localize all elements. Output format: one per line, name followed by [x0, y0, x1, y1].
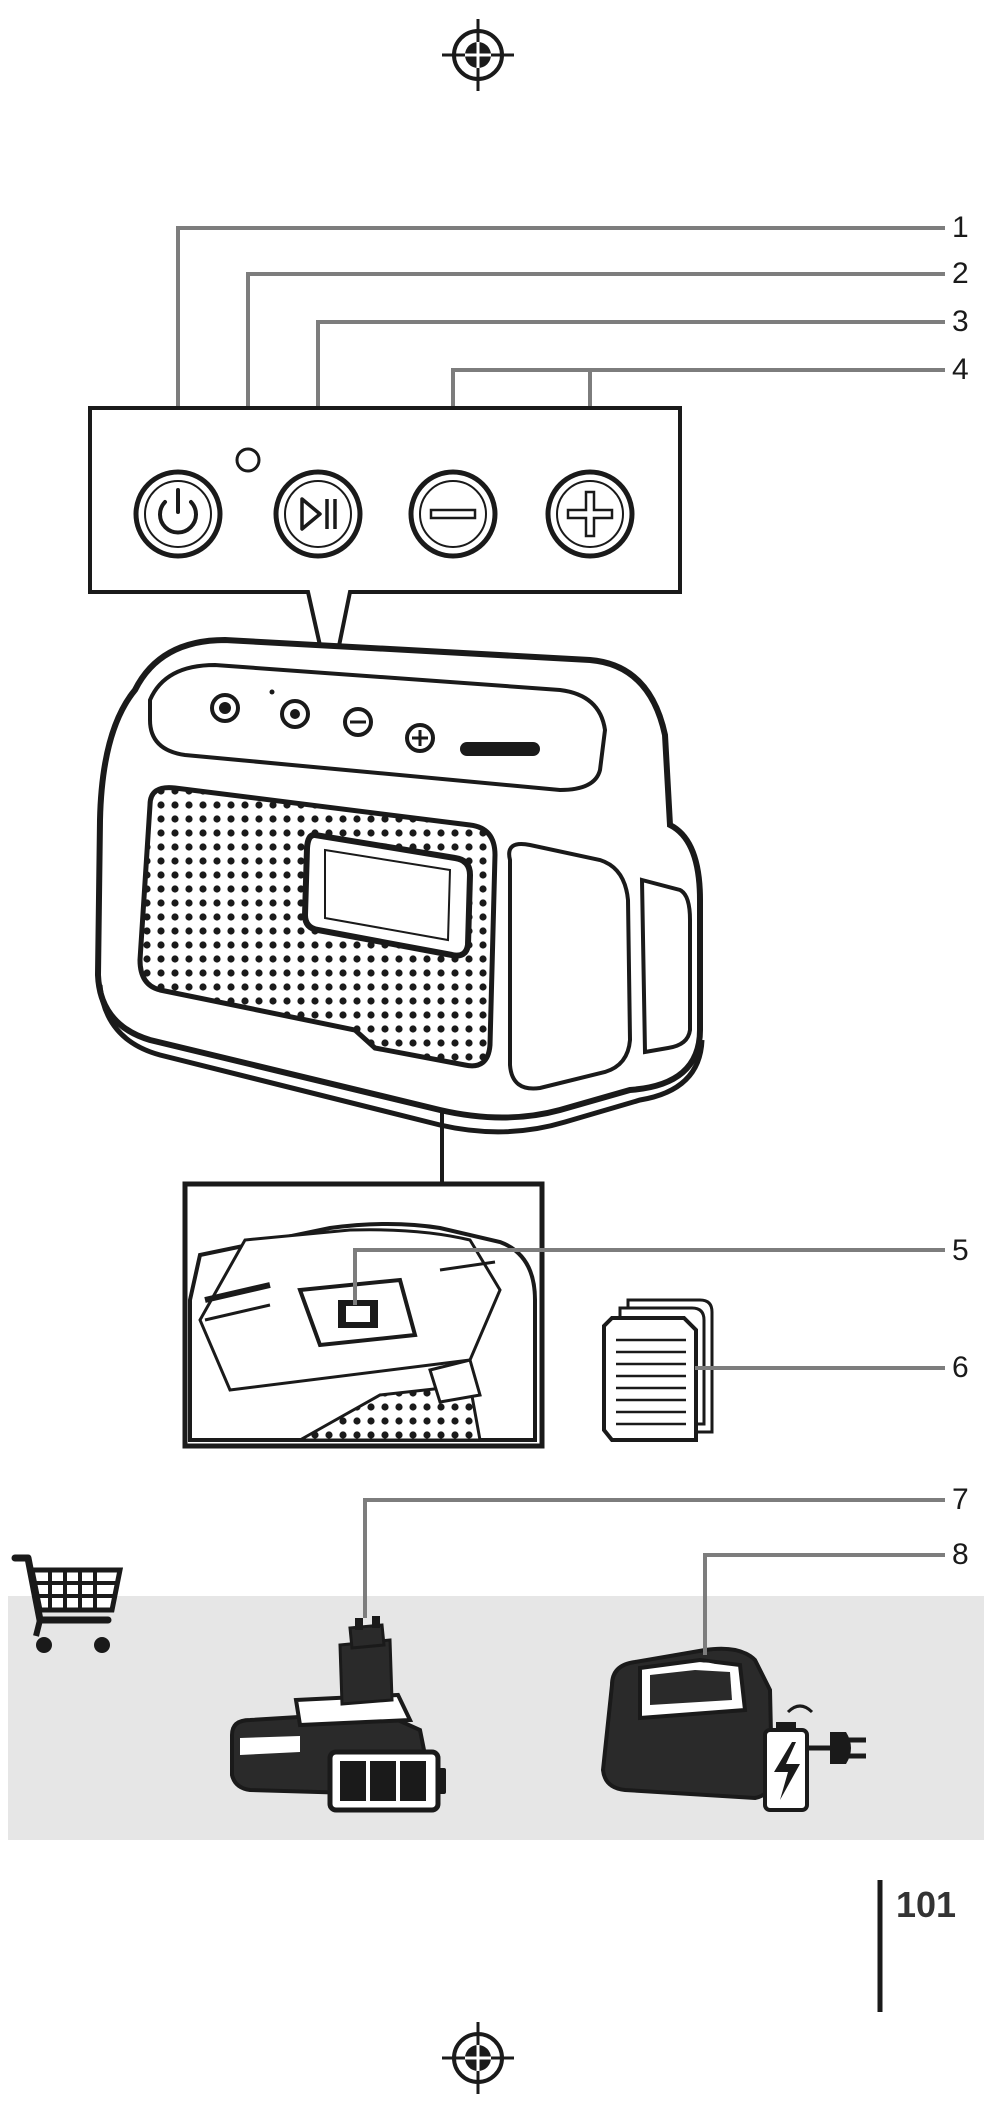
power-icon [133, 469, 223, 559]
callout-1: 1 [952, 211, 969, 244]
charger-illustration [600, 1646, 775, 1801]
registration-mark-icon [442, 2022, 514, 2094]
battery-level-icon [327, 1749, 446, 1813]
plug-icon [808, 1732, 866, 1764]
callout-2: 2 [952, 257, 969, 290]
shopping-cart-icon [11, 1554, 124, 1653]
callout-8: 8 [952, 1538, 969, 1571]
callout-7: 7 [952, 1483, 969, 1516]
page-number: 101 [896, 1884, 956, 1925]
registration-mark-icon [442, 19, 514, 91]
plus-icon [545, 469, 635, 559]
callout-6: 6 [952, 1351, 969, 1384]
leader-8 [703, 1553, 945, 1655]
speaker-illustration [94, 636, 705, 1135]
leader-5 [353, 1248, 945, 1305]
callout-5: 5 [952, 1234, 969, 1267]
manual-icon [602, 1298, 714, 1442]
control-panel-zoom [88, 406, 682, 691]
callout-4: 4 [952, 353, 969, 386]
minus-icon [408, 469, 498, 559]
accessory-band [8, 1596, 984, 1840]
deck-buttons [210, 689, 540, 756]
play-pause-icon [273, 469, 363, 559]
charging-icon [763, 1704, 814, 1812]
callout-3: 3 [952, 305, 969, 338]
battery-port-inset [182, 1181, 545, 1449]
indicator-light [235, 447, 261, 473]
leader-7 [363, 1498, 945, 1618]
